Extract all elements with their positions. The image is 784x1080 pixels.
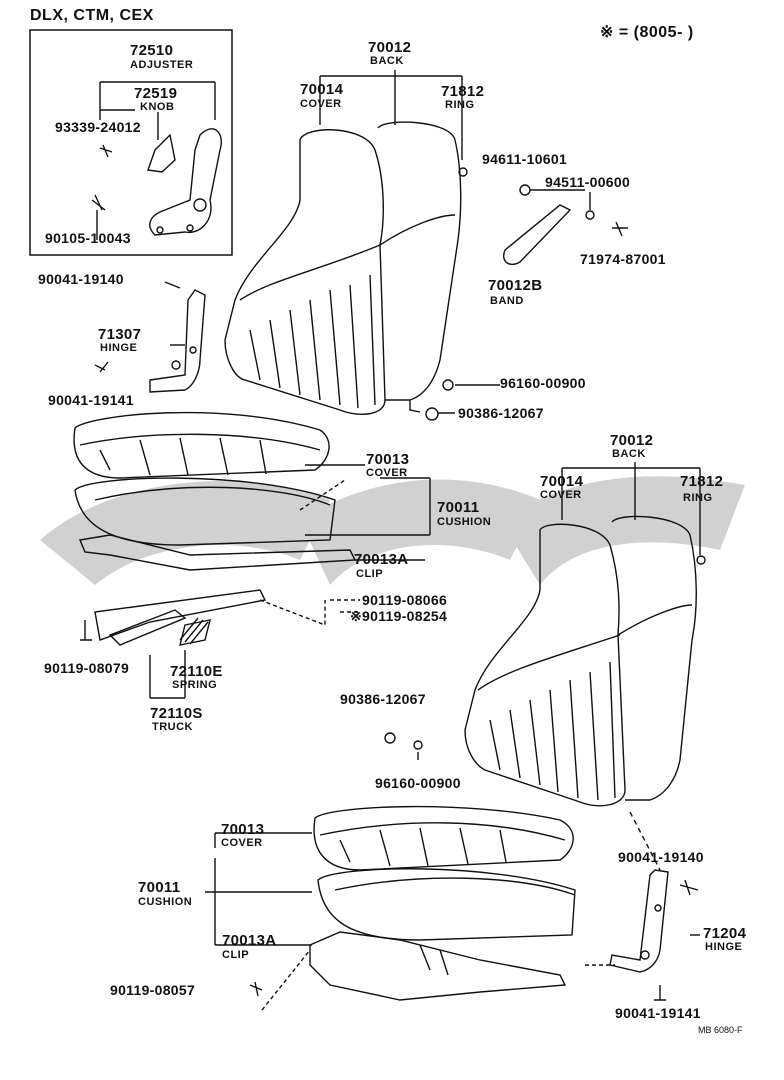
upper-hinge bbox=[149, 289, 206, 393]
lower-cushion-cover-name: COVER bbox=[221, 837, 263, 849]
upper-clip-part-number: 70013A bbox=[354, 551, 409, 568]
knob-part bbox=[147, 133, 176, 173]
lower-clip-name: CLIP bbox=[222, 949, 250, 961]
lower-back-frame bbox=[611, 515, 697, 801]
knob-name: KNOB bbox=[140, 101, 175, 113]
spring-part-number: 72110E bbox=[170, 663, 223, 680]
lower-clip-part-number: 70013A bbox=[222, 932, 277, 949]
lower-ring-part-number: 71812 bbox=[680, 473, 724, 490]
lower-cushion-cover bbox=[313, 805, 574, 871]
upper-nut-a: 94511-00600 bbox=[545, 174, 631, 190]
spring-name: SPRING bbox=[172, 679, 218, 691]
upper-cover-part-number: 70014 bbox=[300, 81, 344, 98]
lower-cushion bbox=[317, 868, 576, 941]
lower-bolt-top: 90041-19140 bbox=[618, 849, 704, 865]
lower-back-part-number: 70012 bbox=[610, 432, 654, 449]
spring-part bbox=[179, 617, 209, 645]
screw-inset-a bbox=[99, 144, 113, 158]
lower-cushion-name: CUSHION bbox=[138, 896, 193, 908]
upper-nut-b: 96160-00900 bbox=[500, 375, 586, 391]
truck-name: TRUCK bbox=[152, 721, 193, 733]
lower-bolt-bottom: 90041-19141 bbox=[615, 1005, 701, 1021]
truck-part-number: 72110S bbox=[150, 705, 203, 722]
band-bolt: 71974-87001 bbox=[580, 251, 666, 267]
upper-bolt-e: 90119-08079 bbox=[44, 660, 130, 676]
band-part bbox=[503, 204, 572, 266]
lower-hinge-part-number: 71204 bbox=[703, 925, 747, 942]
variant-header: DLX, CTM, CEX bbox=[30, 7, 154, 24]
lower-back-name: BACK bbox=[612, 448, 646, 460]
line-art bbox=[73, 70, 706, 1011]
upper-cushion bbox=[74, 477, 336, 546]
upper-cushion-name: CUSHION bbox=[437, 516, 492, 528]
upper-bolt-c: 90119-08066 bbox=[362, 592, 448, 608]
upper-clip-name: CLIP bbox=[356, 568, 384, 580]
upper-bolt-d: ※90119-08254 bbox=[350, 608, 448, 624]
footer-code: MB 6080-F bbox=[698, 1025, 743, 1035]
upper-ring-name: RING bbox=[445, 99, 475, 111]
lower-nut: 96160-00900 bbox=[375, 775, 461, 791]
upper-back-name: BACK bbox=[370, 55, 404, 67]
upper-bolt-top: 90041-19140 bbox=[38, 271, 124, 287]
adjuster-part-number: 72510 bbox=[130, 42, 174, 59]
knob-part-number: 72519 bbox=[134, 85, 178, 102]
upper-hinge-part-number: 71307 bbox=[98, 326, 142, 343]
lower-clip bbox=[309, 931, 567, 1001]
adjuster-part bbox=[149, 128, 222, 236]
lower-cushion-part-number: 70011 bbox=[138, 879, 181, 896]
upper-cushion-part-number: 70011 bbox=[437, 499, 480, 516]
upper-back-part-number: 70012 bbox=[368, 39, 412, 56]
upper-ring-part-number: 71812 bbox=[441, 83, 485, 100]
upper-cushion-cover bbox=[73, 411, 330, 479]
lower-bolt-clip: 90119-08057 bbox=[110, 982, 196, 998]
lower-back-cover bbox=[464, 523, 626, 807]
upper-washer-b: 90386-12067 bbox=[458, 405, 544, 421]
note-header: ※ = (8005- ) bbox=[600, 24, 694, 41]
upper-hinge-name: HINGE bbox=[100, 342, 138, 354]
band-name: BAND bbox=[490, 295, 524, 307]
lower-cover-part-number: 70014 bbox=[540, 473, 584, 490]
lower-cover-name: COVER bbox=[540, 489, 582, 501]
upper-cover-name: COVER bbox=[300, 98, 342, 110]
upper-bolt-bottom: 90041-19141 bbox=[48, 392, 134, 408]
upper-cushion-cover-name: COVER bbox=[366, 467, 408, 479]
upper-back-frame bbox=[377, 121, 462, 401]
inset-box bbox=[29, 29, 233, 256]
band-part-number: 70012B bbox=[488, 277, 543, 294]
inset-screw-b: 90105-10043 bbox=[45, 230, 131, 246]
inset-screw-a: 93339-24012 bbox=[55, 119, 141, 135]
lower-washer: 90386-12067 bbox=[340, 691, 426, 707]
upper-cushion-cover-part-number: 70013 bbox=[366, 451, 410, 468]
adjuster-name: ADJUSTER bbox=[130, 59, 194, 71]
upper-truck bbox=[94, 589, 267, 646]
lower-cushion-cover-part-number: 70013 bbox=[221, 821, 265, 838]
watermark-swoosh bbox=[40, 476, 745, 585]
upper-back-cover bbox=[224, 129, 386, 416]
lower-ring-name: RING bbox=[683, 492, 713, 504]
lower-hinge bbox=[609, 869, 669, 973]
lower-hinge-name: HINGE bbox=[705, 941, 743, 953]
screw-inset-b bbox=[91, 194, 106, 211]
upper-washer-a: 94611-10601 bbox=[482, 151, 568, 167]
